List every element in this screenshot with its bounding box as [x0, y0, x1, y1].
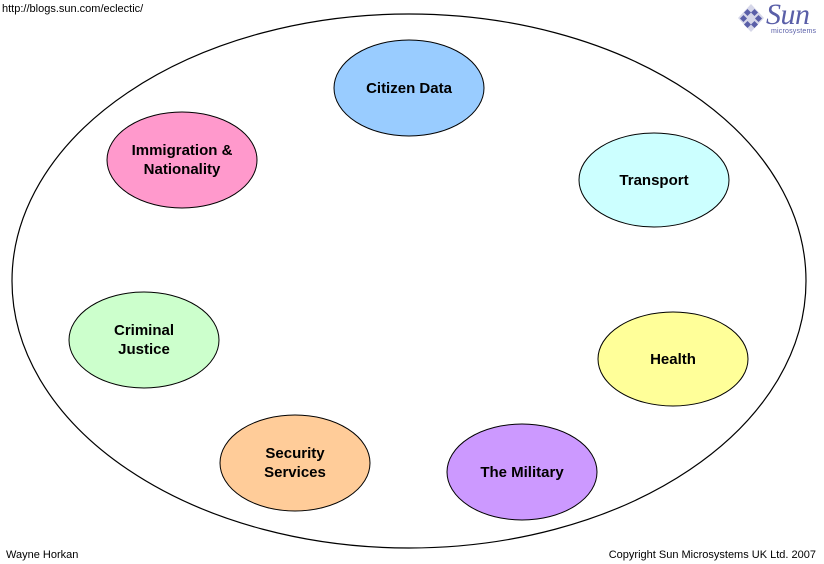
- node-citizen-data: [333, 39, 485, 137]
- logo-subtitle: microsystems: [771, 28, 817, 35]
- blog-url: http://blogs.sun.com/eclectic/: [2, 3, 144, 15]
- sun-diamond-icon: [738, 4, 764, 32]
- node-health: [597, 311, 749, 407]
- node-security-services: [219, 414, 371, 512]
- node-label-the-military: The Military: [480, 463, 564, 481]
- node-label-citizen-data: Citizen Data: [366, 79, 452, 97]
- node-label-immigration-nationality: Immigration & Nationality: [131, 142, 233, 178]
- copyright-notice: Copyright Sun Microsystems UK Ltd. 2007: [608, 549, 816, 561]
- node-transport: [578, 132, 730, 228]
- node-label-criminal-justice: Criminal Justice: [113, 322, 174, 358]
- node-criminal-justice: [68, 291, 220, 389]
- node-the-military: [446, 423, 598, 521]
- node-label-health: Health: [650, 350, 696, 368]
- node-label-security-services: Security Services: [264, 445, 326, 481]
- sun-logo: Sun microsystems: [736, 0, 822, 36]
- node-immigration-nationality: [106, 111, 258, 209]
- node-label-transport: Transport: [619, 171, 689, 189]
- author-name: Wayne Horkan: [6, 549, 79, 561]
- outer-boundary-ellipse: [11, 13, 807, 549]
- logo-wordmark: Sun: [766, 0, 810, 31]
